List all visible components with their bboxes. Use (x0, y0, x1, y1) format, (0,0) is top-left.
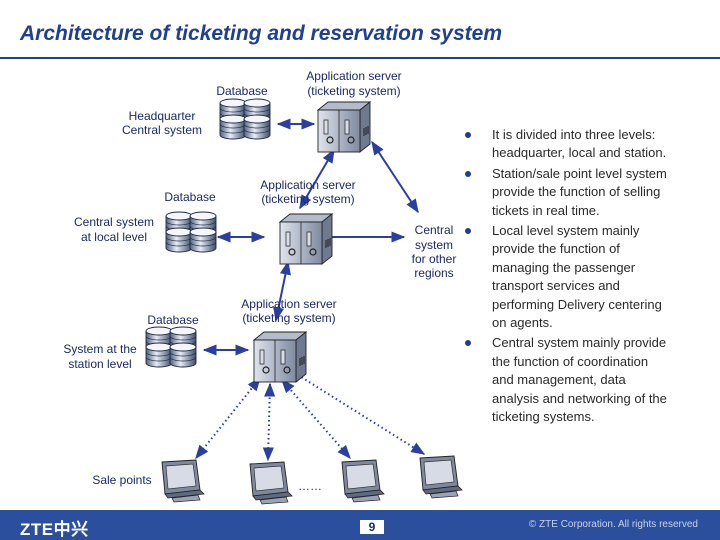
db-low-label: Database (147, 313, 199, 327)
dotted-arrow-1 (195, 376, 261, 460)
central-other-label-4: regions (414, 266, 453, 280)
app-top-label-2: (ticketing system) (307, 84, 400, 98)
title-rule (0, 57, 720, 59)
dotted-arrow-2 (262, 382, 276, 462)
sale-points-label: Sale points (92, 473, 151, 487)
app-low-label-2: (ticketing system) (242, 311, 335, 325)
database-icon (220, 99, 270, 139)
bullet-item: Local level system mainly provide the fu… (462, 222, 694, 332)
app-top-label-1: Application server (306, 69, 401, 83)
server-icon (317, 101, 371, 153)
central-other-label-3: for other (412, 252, 457, 266)
station-label-2: station level (68, 357, 131, 371)
bullet-item: It is divided into three levels: headqua… (462, 126, 694, 163)
bullet-item: Central system mainly provide the functi… (462, 334, 694, 426)
arrow-mid-to-low (273, 260, 291, 322)
page-number: 9 (360, 520, 384, 534)
terminal-icon (341, 459, 385, 503)
database-icon (146, 327, 196, 367)
bullet-line: analysis and networking of the (492, 390, 667, 406)
station-label-1: System at the (63, 342, 137, 356)
bullet-line: Local level system mainly (492, 223, 640, 239)
bullet-line: and management, data (492, 372, 626, 388)
architecture-diagram: Database Application server (ticketing s… (63, 69, 463, 505)
bullet-line: the function of coordination (492, 353, 649, 369)
bullet-line: provide the function of (492, 241, 620, 257)
copyright-text: © ZTE Corporation. All rights reserved (528, 519, 698, 530)
app-low-label-1: Application server (241, 297, 336, 311)
bullet-line: provide the function of selling (492, 184, 661, 200)
bullet-line: Station/sale point level system (492, 165, 667, 181)
arrow-top-to-mid (299, 148, 335, 210)
bullet-dot (465, 170, 471, 177)
central-local-label-1: Central system (74, 215, 154, 229)
bullet-dot (465, 340, 471, 347)
ellipsis-label: …… (298, 479, 322, 493)
bullet-list: It is divided into three levels: headqua… (462, 126, 694, 427)
app-mid-label-2: (ticketing system) (261, 192, 354, 206)
dotted-arrows (195, 369, 426, 462)
terminal-icon (161, 459, 205, 503)
bullet-line: headquarter, local and station. (492, 145, 667, 161)
app-mid-label-1: Application server (260, 178, 355, 192)
bullet-line: tickets in real time. (492, 202, 600, 218)
bullet-line: It is divided into three levels: (492, 127, 656, 142)
zte-logo: ZTE中兴 (20, 520, 89, 539)
hq-label-1: Headquarter (129, 109, 196, 123)
bullet-line: Central system mainly provide (492, 335, 667, 351)
bullet-line: managing the passenger (492, 259, 636, 275)
db-top-label: Database (216, 84, 268, 98)
bullet-line: ticketing systems. (492, 409, 595, 425)
central-local-label-2: at local level (81, 230, 147, 244)
terminal-icon (249, 461, 293, 505)
dotted-arrow-3 (281, 378, 351, 460)
arrow-top-to-other-regions (371, 140, 419, 214)
page-title: Architecture of ticketing and reservatio… (20, 22, 502, 45)
central-other-label-1: Central (415, 223, 454, 237)
bullet-dot (465, 132, 471, 138)
bullet-line: transport services and (492, 278, 620, 294)
bullet-dot (465, 228, 471, 235)
terminal-icon (419, 455, 463, 499)
server-icon (253, 331, 307, 383)
db-mid-label: Database (164, 190, 216, 204)
bullet-line: performing Delivery centering (492, 296, 662, 312)
bullet-item: Station/sale point level system provide … (462, 165, 694, 220)
dotted-arrow-4 (288, 369, 426, 455)
hq-label-2: Central system (122, 123, 202, 137)
server-icon (279, 213, 333, 265)
database-icon (166, 212, 216, 252)
central-other-label-2: system (415, 238, 453, 252)
bullet-line: on agents. (492, 315, 553, 331)
